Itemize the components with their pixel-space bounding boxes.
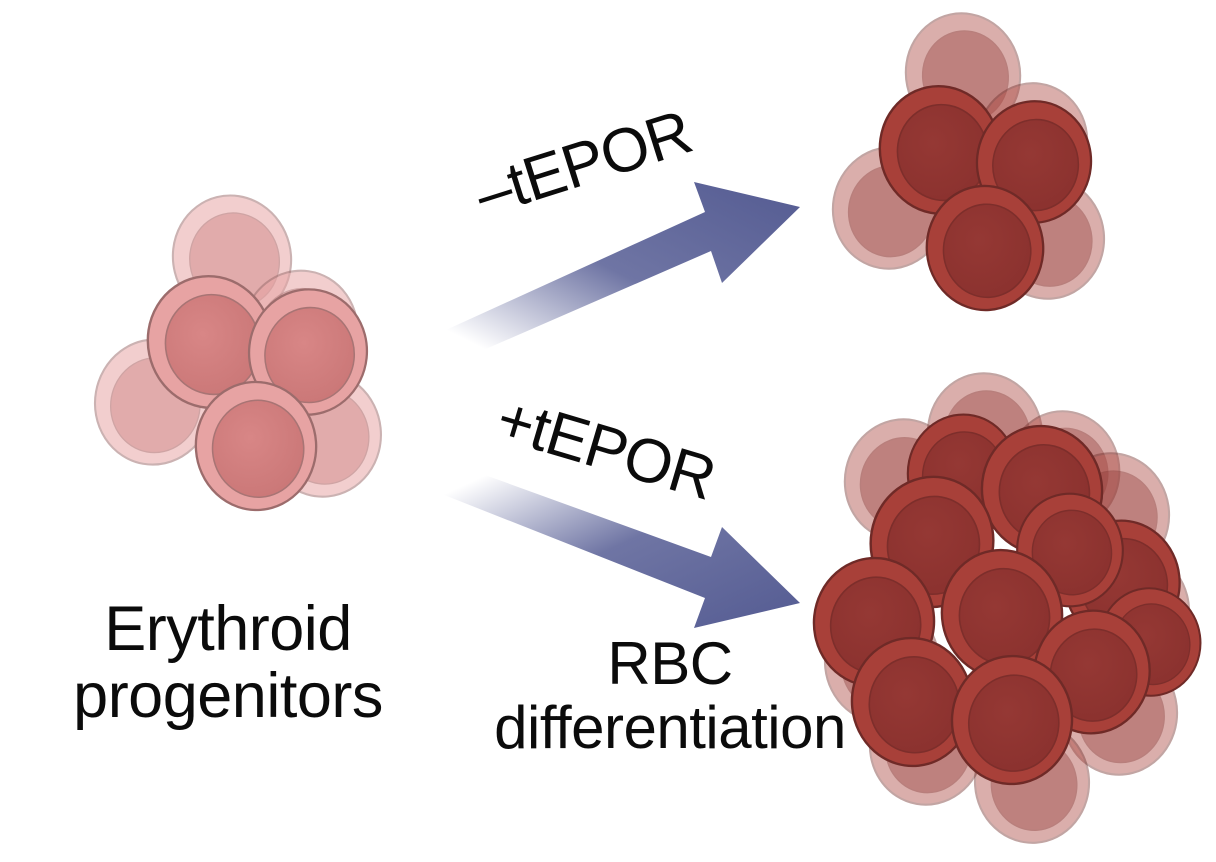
- small-rbc-cluster: [822, 1, 1112, 316]
- arrow-minus-tepor: [424, 182, 800, 372]
- large-rbc-cluster: [806, 363, 1209, 848]
- label-erythroid-progenitors: Erythroid progenitors: [73, 594, 383, 731]
- erythroid-progenitor-cluster: [84, 181, 389, 516]
- arrow-plus-tepor: [424, 455, 800, 628]
- label-rbc-differentiation: RBC differentiation: [494, 630, 846, 761]
